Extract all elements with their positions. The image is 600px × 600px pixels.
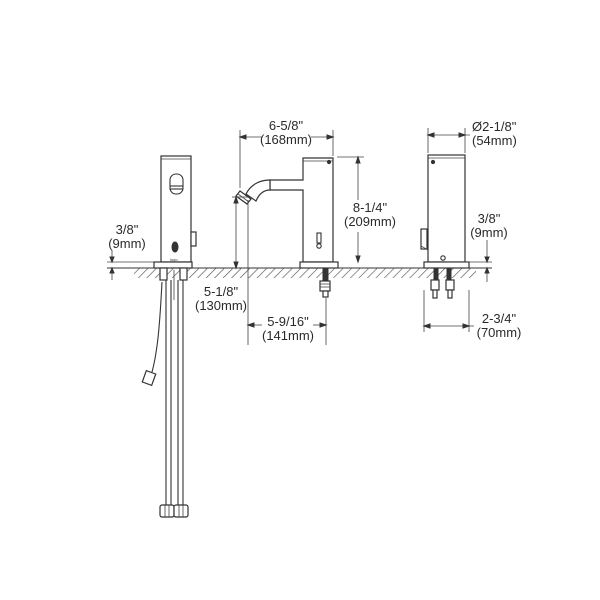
front-view: logo: [141, 155, 197, 518]
height-imperial: 8-1/4": [353, 200, 388, 215]
faucet-body-rear: [427, 154, 466, 263]
spout: [245, 179, 271, 202]
spout-height-imperial: 5-1/8": [204, 284, 239, 299]
base-depth-metric: (70mm): [477, 325, 522, 340]
base-right-metric: (9mm): [470, 225, 508, 240]
height-metric: (209mm): [344, 214, 396, 229]
side-handle-rear: [420, 228, 428, 250]
spout-center-metric: (141mm): [262, 328, 314, 343]
side-handle: [190, 231, 197, 247]
spout-height-metric: (130mm): [195, 298, 247, 313]
supply-hoses: [159, 270, 189, 518]
rear-view: [420, 154, 470, 299]
base-right-imperial: 3/8": [478, 211, 501, 226]
diameter-imperial: Ø2-1/8": [472, 119, 517, 134]
faucet-body-side: [269, 157, 334, 263]
dimension-lines: [107, 128, 492, 345]
dimension-labels: 6-5/8" (168mm) Ø2-1/8" (54mm) 8-1/4" (20…: [108, 118, 521, 343]
sensor-light-icon: [171, 241, 179, 253]
base-left-metric: (9mm): [108, 236, 146, 251]
base-plate: [153, 261, 193, 269]
svg-text:logo: logo: [170, 257, 178, 262]
countertop-hatch: [134, 268, 476, 278]
cable-connector-icon: [141, 369, 157, 387]
diameter-metric: (54mm): [472, 133, 517, 148]
side-view: [235, 157, 339, 298]
base-left-imperial: 3/8": [116, 222, 139, 237]
spout-reach-metric: (168mm): [260, 132, 312, 147]
spout-reach-imperial: 6-5/8": [269, 118, 304, 133]
aerator-icon: [169, 173, 184, 195]
indicator-light-icon: [316, 232, 322, 244]
sensor-cable: [141, 281, 163, 387]
spout-center-imperial: 5-9/16": [267, 314, 309, 329]
base-depth-imperial: 2-3/4": [482, 311, 517, 326]
